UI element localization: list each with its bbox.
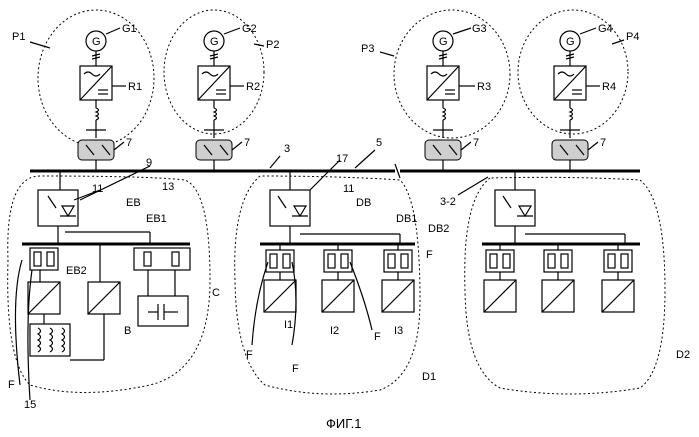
generator-symbol: G <box>439 36 448 48</box>
label-EB: EB <box>126 197 141 209</box>
label-F-left: F <box>8 379 15 391</box>
label-15: 15 <box>24 399 36 411</box>
label-F-mid: F <box>374 331 381 343</box>
label-G2: G2 <box>242 23 257 35</box>
label-R4: R4 <box>602 81 616 93</box>
label-G1: G1 <box>122 23 137 35</box>
label-13: 13 <box>162 181 174 193</box>
label-I3: I3 <box>394 325 403 337</box>
label-R3: R3 <box>477 81 491 93</box>
label-F-lowleft: F <box>246 349 253 361</box>
label-17: 17 <box>336 153 348 165</box>
label-P4: P4 <box>626 31 639 43</box>
label-7-b: 7 <box>244 137 250 149</box>
label-3: 3 <box>284 143 290 155</box>
label-D1: D1 <box>422 371 436 383</box>
section-DB <box>235 171 420 394</box>
label-7-d: 7 <box>600 137 606 149</box>
label-7-c: 7 <box>473 137 479 149</box>
label-D2: D2 <box>676 349 690 361</box>
label-F-low: F <box>292 363 299 375</box>
label-DB2: DB2 <box>428 223 449 235</box>
section-D2 <box>465 171 665 394</box>
label-11-b: 11 <box>343 183 354 195</box>
label-G3: G3 <box>472 23 487 35</box>
label-3-2: 3-2 <box>440 196 456 208</box>
section-EB <box>8 171 210 400</box>
label-P2: P2 <box>266 39 279 51</box>
label-DB1: DB1 <box>396 213 417 225</box>
label-5: 5 <box>376 137 382 149</box>
label-R2: R2 <box>246 81 260 93</box>
label-G4: G4 <box>598 23 613 35</box>
figure-caption: ФИГ.1 <box>326 416 362 431</box>
label-R1: R1 <box>128 81 142 93</box>
generator-symbol: G <box>92 36 101 48</box>
generator-symbol: G <box>566 36 575 48</box>
leader-lines <box>30 28 624 200</box>
label-I2: I2 <box>330 325 339 337</box>
generator-symbol: G <box>210 36 219 48</box>
generator-group-3: G <box>394 10 510 138</box>
label-EB2: EB2 <box>66 265 87 277</box>
label-DB: DB <box>356 197 371 209</box>
main-bus <box>30 164 640 178</box>
label-C: C <box>212 287 220 299</box>
label-EB1: EB1 <box>146 213 167 225</box>
label-P1: P1 <box>12 31 25 43</box>
label-11-a: 11 <box>92 183 103 195</box>
label-P3: P3 <box>361 43 374 55</box>
label-7-a: 7 <box>126 137 132 149</box>
label-I1: I1 <box>284 319 293 331</box>
label-9: 9 <box>146 157 152 169</box>
label-B: B <box>124 325 131 337</box>
label-F-right: F <box>426 249 433 261</box>
